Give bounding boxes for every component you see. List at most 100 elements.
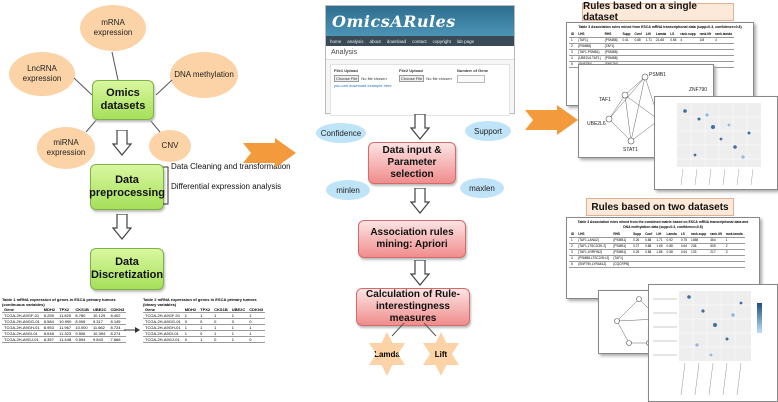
table2-header-cell: MDH2 — [182, 307, 199, 313]
analysis-heading: Analysis — [326, 46, 514, 60]
two-table-cell — [723, 261, 745, 268]
single-table-cell: 3 — [569, 49, 577, 56]
bubble-plot-1 — [677, 103, 761, 186]
single-table-cell — [678, 49, 698, 56]
table2-cell: 1 — [182, 312, 199, 319]
table1-header-cell: Gene — [2, 307, 42, 313]
table2-cell: 1 — [247, 324, 266, 331]
table1-cell: 10.129 — [90, 312, 109, 319]
preprocessing-note-1: Data Cleaning and transformation — [171, 162, 291, 171]
nav-item-download[interactable]: download — [386, 38, 407, 44]
single-table-cell — [632, 55, 644, 62]
table1-cell: 8.255 — [41, 312, 58, 319]
calculation-box: Calculation of Rule-interestingness meas… — [356, 288, 470, 326]
single-table-cell: {TAF1} — [576, 37, 603, 44]
single-table-header-cell: Supp — [620, 32, 633, 38]
nav-item-lab-page[interactable]: lab page — [456, 38, 475, 44]
single-table-row: 4{UBE2L6,TAF1}{PSMB8} — [569, 55, 735, 62]
table2-block: Table 2 mRNA expression of genes in ESCA… — [143, 297, 266, 343]
table1-cell: 8.648 — [41, 330, 58, 337]
single-table-cell: {PSMB8} — [602, 55, 621, 62]
two-table-header-cell: rank.lamda — [723, 232, 745, 238]
confidence-label: Confidence — [320, 128, 362, 138]
nav-item-about[interactable]: about — [369, 38, 381, 44]
table2-cell: 0 — [182, 336, 199, 343]
single-table-cell — [668, 55, 679, 62]
upload-panel: File1 Upload Choose File No file chosen … — [330, 64, 510, 116]
mrna-label: mRNA expression — [93, 18, 133, 37]
minlen-bubble: minlen — [328, 182, 368, 198]
dna-methylation-cloud: DNA methylation — [173, 55, 235, 95]
file2-input[interactable]: Choose File No file chosen — [399, 75, 452, 82]
nav-item-copyright[interactable]: copyright — [432, 38, 451, 44]
file1-label: File1 Upload — [334, 68, 358, 73]
two-table-header-cell: rank.supp — [689, 232, 709, 238]
single-dataset-title: Rules based on a single dataset — [582, 1, 734, 23]
single-table-cell: 4 — [678, 37, 698, 44]
mirna-label: miRNA expression — [46, 138, 86, 157]
single-table-header-cell: ID — [569, 32, 577, 38]
file2-choose-button[interactable]: Choose File — [399, 75, 425, 82]
single-table-cell: {PSMB8} — [576, 43, 603, 50]
app-header: OmicsARules — [326, 6, 514, 36]
single-table-cell — [653, 49, 669, 56]
single-table-cell — [620, 49, 633, 56]
two-table-cell: 1658 — [689, 237, 709, 244]
down-arrow-5 — [410, 260, 430, 286]
measure-connectors — [391, 323, 437, 337]
table1-cell: TCGA-2H-A9GG-01 — [2, 318, 42, 325]
two-table-cell: 1.86 — [654, 249, 665, 256]
source-connectors — [73, 51, 173, 133]
table1-title: Table 1 mRNA expression of genes in ESCA… — [2, 297, 116, 307]
single-table-cell — [620, 55, 633, 62]
two-table-cell: {PSMB8,LTSC2/3H.2} — [576, 255, 612, 262]
table2-cell: TCGA-2H-A9GG-01 — [143, 318, 183, 325]
file2-label: File2 Upload — [399, 68, 423, 73]
table2-cell: 1 — [182, 324, 199, 331]
single-table-cell — [653, 43, 669, 50]
support-bubble: Support — [467, 123, 509, 139]
table1-cell: 8.584 — [41, 318, 58, 325]
mrna-expression-cloud: mRNA expression — [83, 8, 143, 48]
single-table-cell: {PSMB8} — [602, 49, 621, 56]
single-table-header-cell: Lamda — [653, 32, 669, 38]
table1-cell: 11.323 — [57, 330, 74, 337]
nav-item-contact[interactable]: contact — [412, 38, 427, 44]
table1-cell: TCGA-2H-A9GF-01 — [2, 312, 42, 319]
two-table-cell — [723, 255, 745, 262]
two-table-header-cell: LHS — [576, 232, 612, 238]
omics-label: Omics datasets — [100, 87, 146, 112]
nav-item-home[interactable]: home — [330, 38, 342, 44]
single-table-header-cell: LHS — [576, 32, 603, 38]
clusters-select[interactable] — [457, 75, 485, 83]
two-bubble-plot — [648, 284, 778, 402]
two-table-cell — [654, 261, 665, 268]
nav-item-analysis[interactable]: analysis — [347, 38, 364, 44]
table2-cell: 1 — [229, 330, 248, 337]
two-datasets-title: Rules based on two datasets — [586, 198, 734, 216]
single-table-cell: 0.41 — [620, 37, 633, 44]
two-table-row: 5{SNF790,LYRA612}{CQCRPB} — [569, 261, 745, 268]
lift-label: Lift — [434, 349, 448, 359]
download-example-link[interactable]: you can download example here — [334, 83, 392, 88]
file1-input[interactable]: Choose File No file chosen — [334, 75, 387, 82]
file1-choose-button[interactable]: Choose File — [334, 75, 360, 82]
lncrna-expression-cloud: LncRNA expression — [12, 55, 72, 93]
table2-cell: 0 — [212, 318, 230, 325]
single-dataset-title-text: Rules based on a single dataset — [583, 1, 697, 23]
two-table-cell — [678, 255, 690, 262]
lamda-star: Lamda — [368, 332, 406, 376]
two-table-cell: 1 — [569, 237, 577, 244]
